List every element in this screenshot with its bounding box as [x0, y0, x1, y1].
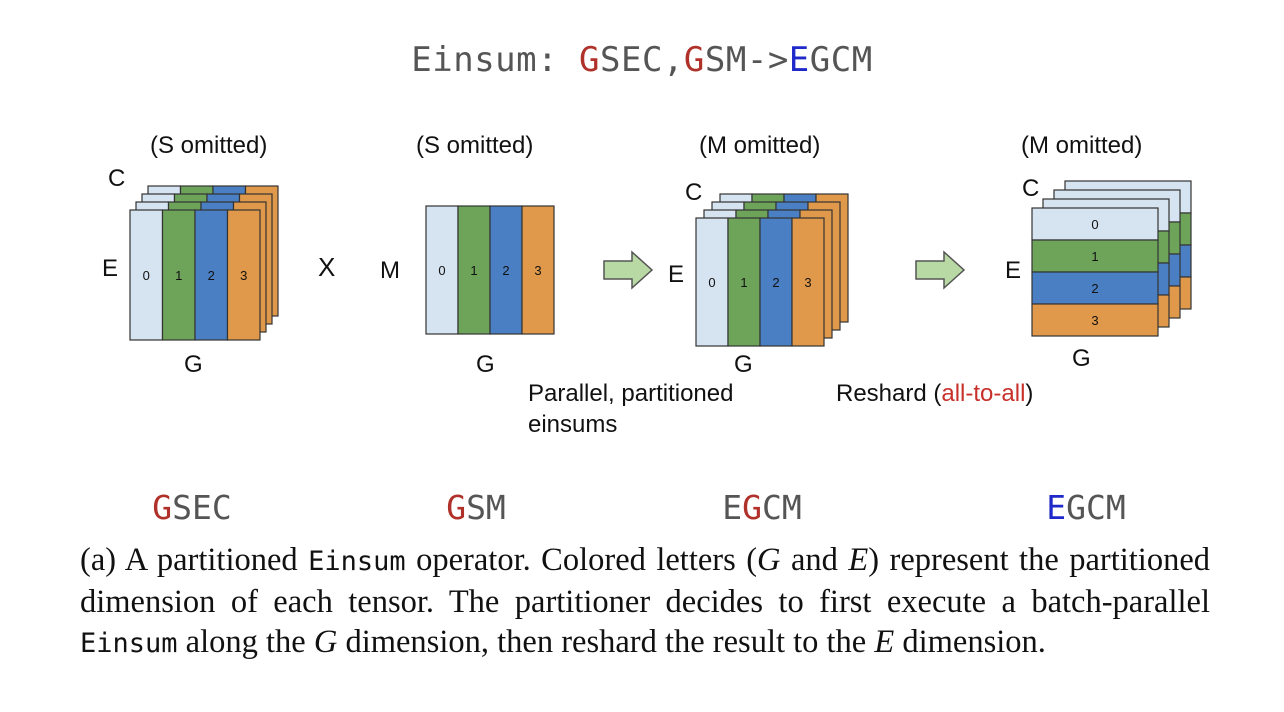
figure-caption: (a) A partitioned Einsum operator. Color…: [80, 542, 1210, 660]
axis-label-g: G: [734, 351, 753, 378]
partition-shard: [695, 217, 729, 347]
reshard-suffix: ): [1025, 380, 1034, 407]
omitted-label-egcm-resharded: (M omitted): [1021, 132, 1143, 159]
axis-label-e: E: [668, 261, 684, 288]
axis-label-c: C: [108, 165, 125, 192]
partition-shard: [226, 209, 261, 341]
partition-shard: [759, 217, 793, 347]
partition-shard: [489, 205, 523, 335]
partition-number: 0: [1091, 217, 1098, 232]
partition-number: 2: [208, 268, 215, 283]
partition-number: 2: [502, 263, 509, 278]
partition-shard: [1031, 207, 1159, 241]
parallel-label-line2: einsums: [528, 411, 618, 438]
axis-label-g: G: [476, 351, 495, 378]
omitted-label-gsm: (S omitted): [416, 132, 534, 159]
tensor-egcm-stack: 0 1 2 3: [695, 193, 849, 347]
axis-label-m: M: [380, 257, 400, 284]
reshard-label: Reshard (all-to-all): [836, 380, 1033, 408]
einsum-title: Einsum: GSEC,GSM->EGCM: [0, 40, 1284, 80]
title-gcm: GCM: [809, 40, 873, 80]
axis-label-c: C: [685, 179, 702, 206]
title-sec: SEC,: [600, 40, 684, 80]
partition-shard: [1031, 239, 1159, 273]
partition-number: 3: [240, 268, 247, 283]
partition-number: 1: [175, 268, 182, 283]
tensor-gsec-stack: 0 1 2 3: [129, 185, 279, 341]
tensor-name-egcm: EGCM: [722, 488, 802, 527]
axis-label-g: G: [184, 351, 203, 378]
partition-shard: [1031, 303, 1159, 337]
partition-number: 1: [1091, 249, 1098, 264]
tensor-egcm-resharded-stack: 0 1 2 3: [1031, 180, 1192, 337]
tensor-name-gsm: GSM: [446, 488, 506, 527]
omitted-label-gsec: (S omitted): [150, 132, 268, 159]
partition-shard: [425, 205, 459, 335]
partition-number: 2: [772, 275, 779, 290]
title-prefix: Einsum:: [411, 40, 580, 80]
parallel-label-line1: Parallel, partitioned: [528, 380, 734, 407]
axis-label-e: E: [1005, 257, 1021, 284]
tensor-gsm: 0 1 2 3: [425, 205, 555, 335]
reshard-all-to-all: all-to-all: [941, 380, 1026, 407]
reshard-prefix: Reshard (: [836, 380, 942, 407]
partition-number: 3: [1091, 313, 1098, 328]
partition-shard: [521, 205, 555, 335]
partition-number: 0: [143, 268, 150, 283]
title-g2: G: [683, 40, 705, 80]
partition-number: 0: [708, 275, 715, 290]
partition-number: 3: [534, 263, 541, 278]
title-e: E: [788, 40, 810, 80]
partition-shard: [194, 209, 229, 341]
tensor-name-gsec: GSEC: [152, 488, 232, 527]
axis-label-g: G: [1072, 345, 1091, 372]
partition-number: 0: [438, 263, 445, 278]
title-g1: G: [579, 40, 601, 80]
omitted-label-egcm: (M omitted): [699, 132, 821, 159]
title-sm: SM->: [704, 40, 789, 80]
axis-label-c: C: [1022, 175, 1039, 202]
axis-label-e: E: [102, 255, 118, 282]
partition-shard: [791, 217, 825, 347]
partition-number: 1: [740, 275, 747, 290]
partition-number: 3: [804, 275, 811, 290]
partition-number: 2: [1091, 281, 1098, 296]
partition-shard: [457, 205, 491, 335]
tensor-name-egcm-resharded: EGCM: [1046, 488, 1126, 527]
partition-number: 1: [470, 263, 477, 278]
operator-x: X: [318, 252, 335, 282]
arrow-icon: [603, 250, 654, 290]
partition-shard: [129, 209, 164, 341]
arrow-icon: [915, 250, 966, 290]
